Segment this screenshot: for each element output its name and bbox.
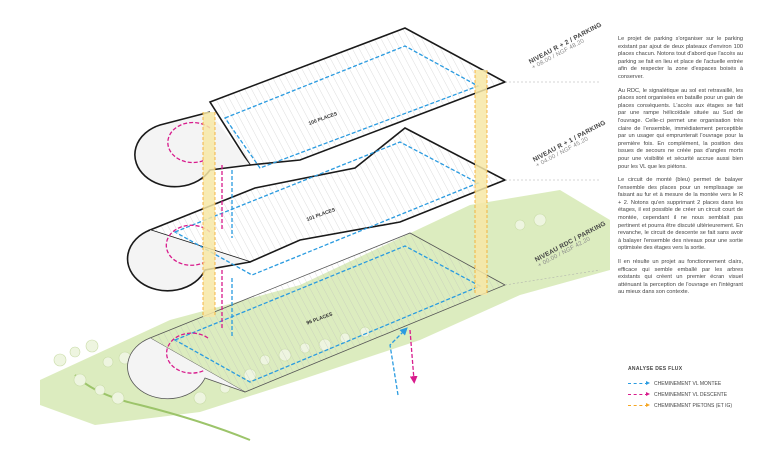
level-r2: [134, 27, 507, 188]
dashed-arrow-icon: [628, 391, 650, 396]
parking-axonometric-diagram: [40, 27, 610, 441]
level-rdc: [127, 232, 506, 400]
road-curve: [74, 374, 251, 441]
stair-core-east: [474, 70, 488, 295]
flow-legend: ANALYSE DES FLUX CHEMINEMENT VL MONTEE C…: [628, 366, 753, 411]
exit-down-arrow: [409, 329, 418, 384]
legend-item-up: CHEMINEMENT VL MONTEE: [628, 378, 753, 389]
legend-item-down: CHEMINEMENT VL DESCENTE: [628, 389, 753, 400]
legend-item-pedestrian: CHEMINEMENT PIETONS (ET IG): [628, 400, 753, 411]
dashed-arrow-icon: [628, 380, 650, 385]
legend-title: ANALYSE DES FLUX: [628, 366, 683, 372]
description-paragraph: Le circuit de monté (bleu) permet de bal…: [618, 177, 743, 252]
level-r1: [126, 127, 507, 292]
entrance-up-arrow: [389, 327, 408, 396]
description-paragraph: Au RDC, le signalétique au sol est retra…: [618, 87, 743, 170]
dashed-arrow-icon: [628, 402, 650, 407]
project-description: Le projet de parking s'organiser sur le …: [618, 36, 743, 303]
description-paragraph: Il en résulte un projet au fonctionnemen…: [618, 259, 743, 296]
description-paragraph: Le projet de parking s'organiser sur le …: [618, 36, 743, 80]
stair-core-west: [202, 112, 216, 317]
